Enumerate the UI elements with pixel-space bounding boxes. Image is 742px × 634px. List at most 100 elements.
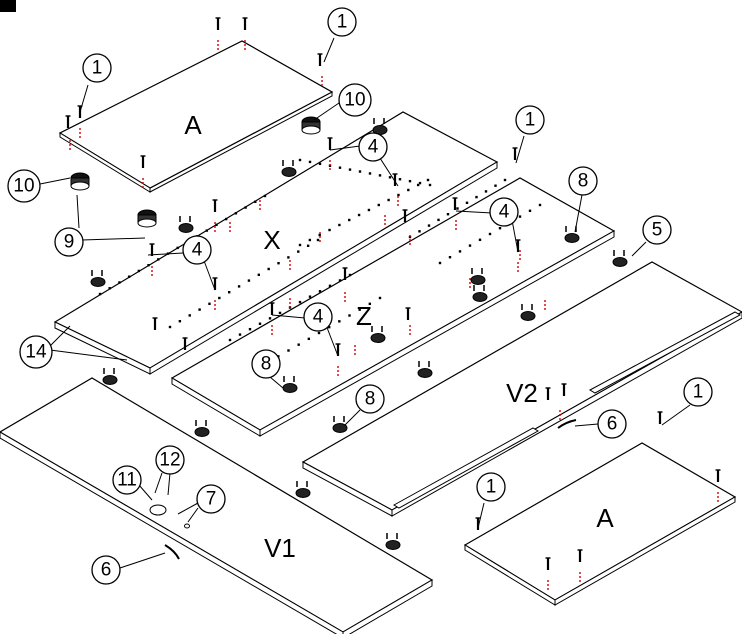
panel-x-label: X <box>263 225 280 255</box>
shelf-hole <box>306 244 310 247</box>
panel-z: Z <box>170 177 616 437</box>
shelf-hole <box>327 325 331 329</box>
shelf-hole <box>398 178 402 181</box>
shelf-hole <box>538 203 542 207</box>
callout-4-a: 4 <box>358 132 388 162</box>
shelf-hole <box>318 290 322 293</box>
connector-fitting <box>194 427 210 437</box>
panel-a-top: A <box>58 40 334 193</box>
callout-6-a: 6 <box>597 409 627 439</box>
connector-fitting <box>472 292 488 302</box>
panel-v2-label: V2 <box>506 378 538 408</box>
shelf-hole <box>348 273 352 277</box>
callout-8-a: 8 <box>568 166 598 196</box>
callout-10-b: 10 <box>7 169 41 203</box>
shelf-hole <box>468 244 472 247</box>
part-6-v2 <box>557 419 577 429</box>
leveling-foot-base <box>301 125 321 135</box>
shelf-hole <box>277 262 280 265</box>
shelf-hole <box>397 193 400 197</box>
panel-x: X <box>53 111 499 375</box>
callout-4-b: 4 <box>182 235 212 265</box>
hole-7 <box>184 523 190 529</box>
shelf-hole <box>368 172 372 175</box>
shelf-hole <box>338 166 342 169</box>
shelf-hole <box>254 200 257 203</box>
callout-1-e: 1 <box>476 472 506 502</box>
callout-1-b: 1 <box>327 7 357 37</box>
shelf-hole <box>178 320 182 323</box>
shelf-hole <box>215 223 218 227</box>
shelf-hole <box>248 327 252 331</box>
shelf-hole <box>318 162 322 166</box>
callout-1-d: 1 <box>683 377 713 407</box>
shelf-hole <box>387 198 390 202</box>
shelf-hole <box>297 250 300 253</box>
shelf-hole <box>348 314 351 317</box>
shelf-hole <box>205 229 208 232</box>
svg-text:1: 1 <box>92 58 103 79</box>
panel-v2: V2 <box>301 261 742 517</box>
callout-10-a: 10 <box>338 83 372 117</box>
svg-text:8: 8 <box>578 171 589 192</box>
shelf-hole <box>328 284 332 288</box>
shelf-hole <box>308 295 312 298</box>
connector-fitting <box>332 423 348 433</box>
shelf-hole <box>258 322 262 325</box>
shelf-hole <box>157 258 160 261</box>
shelf-hole <box>518 215 522 218</box>
leveling-foot-base <box>70 181 90 191</box>
shelf-hole <box>475 195 478 199</box>
svg-text:9: 9 <box>64 232 75 253</box>
shelf-hole <box>244 206 247 209</box>
connector-fitting <box>370 333 386 343</box>
shelf-hole <box>338 320 341 323</box>
shelf-hole <box>127 275 131 278</box>
svg-text:11: 11 <box>117 470 137 491</box>
svg-text:10: 10 <box>13 176 34 197</box>
shelf-hole <box>238 333 242 336</box>
shelf-hole <box>118 281 121 284</box>
shelf-hole <box>416 183 420 187</box>
shelf-hole <box>407 188 410 192</box>
callout-4-c: 4 <box>489 197 519 227</box>
shelf-hole <box>456 207 459 210</box>
connector-fitting <box>385 540 401 550</box>
svg-text:7: 7 <box>206 489 217 510</box>
shelf-hole <box>278 311 282 315</box>
callout-4-d: 4 <box>303 302 333 332</box>
shelf-hole <box>484 190 488 193</box>
callout-6-b: 6 <box>91 555 121 585</box>
shelf-hole <box>188 314 191 317</box>
shelf-hole <box>228 291 231 294</box>
callout-7: 7 <box>196 484 226 514</box>
shelf-hole <box>438 261 442 265</box>
shelf-hole <box>377 203 380 207</box>
callout-12: 12 <box>155 445 185 475</box>
shelf-hole <box>458 250 462 253</box>
connector-fitting <box>520 311 536 321</box>
shelf-hole <box>237 285 241 288</box>
shelf-hole <box>348 168 352 171</box>
shelf-hole <box>218 296 221 300</box>
shelf-hole <box>308 238 312 242</box>
shelf-hole <box>98 292 102 296</box>
connector-fitting <box>295 488 311 498</box>
shelf-hole <box>287 349 290 352</box>
shelf-hole <box>427 224 431 227</box>
hole-11 <box>149 504 167 516</box>
svg-text:6: 6 <box>607 414 618 435</box>
callout-5: 5 <box>642 215 672 245</box>
shelf-hole <box>378 174 382 177</box>
shelf-hole <box>317 331 321 335</box>
shelf-hole <box>198 308 201 311</box>
shelf-hole <box>298 243 302 247</box>
shelf-hole <box>528 209 532 212</box>
panel-a-top-label: A <box>184 110 202 140</box>
shelf-hole <box>418 181 422 185</box>
shelf-hole <box>208 302 211 305</box>
shelf-hole <box>494 184 497 187</box>
shelf-hole <box>267 267 270 271</box>
connector-fitting <box>282 383 298 393</box>
